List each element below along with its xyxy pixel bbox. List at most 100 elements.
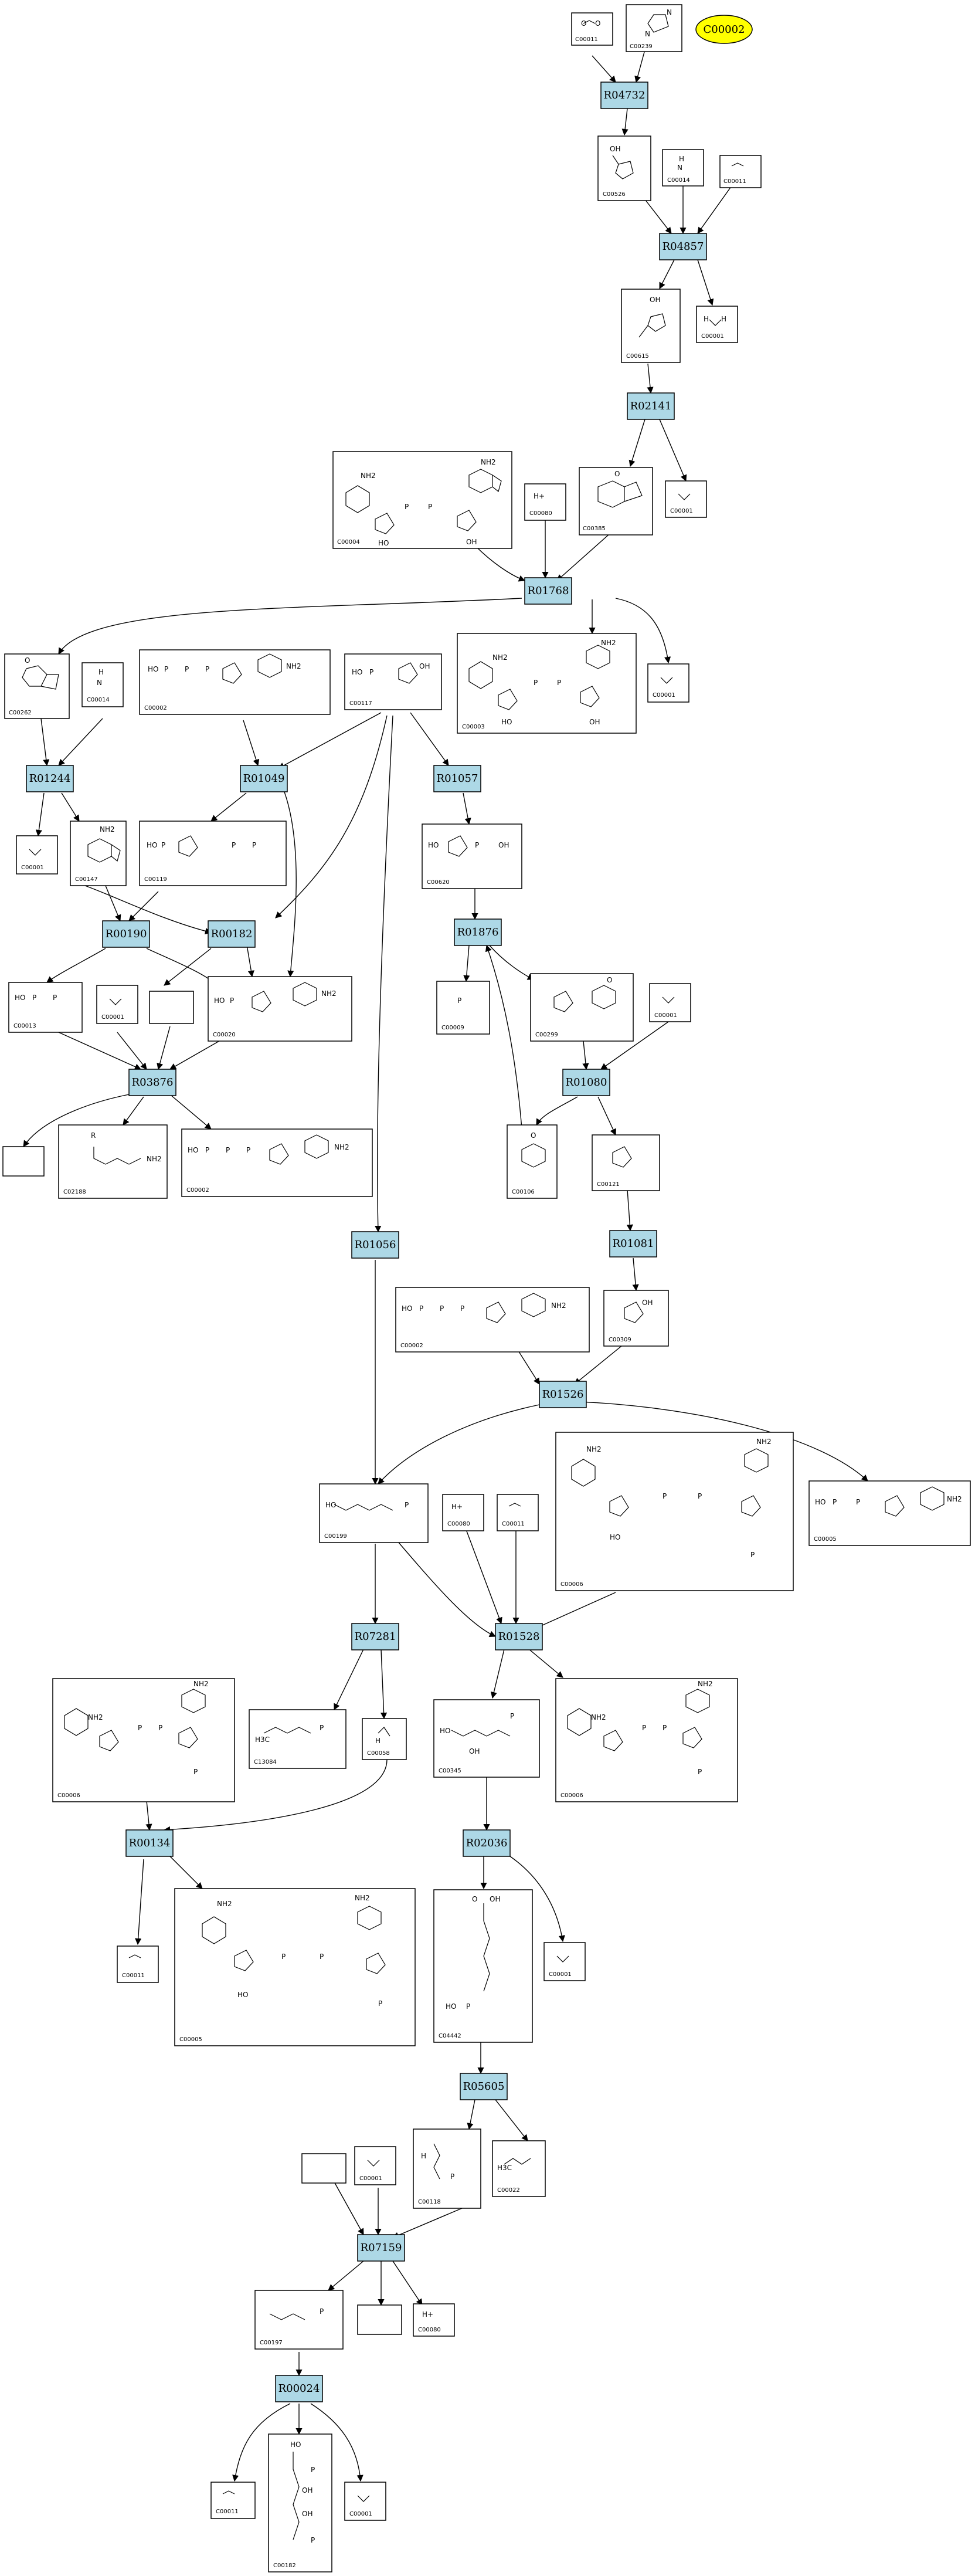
- compound-node[interactable]: C00011: [719, 155, 762, 188]
- compound-node[interactable]: C00011: [210, 2482, 256, 2519]
- compound-node[interactable]: C00001: [647, 663, 689, 703]
- reaction-node[interactable]: R00182: [208, 920, 256, 948]
- compound-node[interactable]: HN C00014: [81, 662, 124, 707]
- compound-node[interactable]: HOP OH C00345: [433, 1699, 540, 1778]
- reaction-node[interactable]: R05605: [460, 2073, 508, 2100]
- compound-id: C00309: [609, 1337, 631, 1343]
- svg-text:HO: HO: [148, 665, 158, 673]
- reaction-node[interactable]: R01876: [454, 918, 502, 946]
- svg-text:H: H: [704, 315, 709, 323]
- reaction-node[interactable]: R04857: [659, 233, 707, 260]
- compound-node[interactable]: OH C00309: [603, 1290, 669, 1347]
- reaction-label: R00190: [106, 928, 147, 940]
- compound-node[interactable]: C00001: [344, 2482, 386, 2521]
- compound-node[interactable]: C00001: [96, 985, 138, 1024]
- compound-node[interactable]: NH2 C00147: [70, 821, 127, 886]
- reaction-node[interactable]: R03876: [128, 1069, 176, 1096]
- compound-node[interactable]: C00011: [497, 1494, 539, 1531]
- reaction-node[interactable]: R04732: [600, 82, 648, 109]
- reaction-nodes: R04732 R04857 R02141 R01768 R01244 R0104…: [26, 82, 707, 2402]
- reaction-node[interactable]: R01057: [433, 765, 481, 792]
- reaction-node[interactable]: R00190: [102, 920, 150, 948]
- svg-text:H+: H+: [422, 2310, 433, 2319]
- compound-node[interactable]: [357, 2304, 402, 2335]
- compound-node[interactable]: C00001: [354, 2146, 396, 2185]
- compound-node[interactable]: OH C00615: [621, 289, 681, 363]
- svg-text:OH: OH: [589, 718, 600, 726]
- reaction-node[interactable]: R07281: [351, 1623, 399, 1650]
- compound-node[interactable]: HN C00014: [662, 149, 704, 187]
- compound-node[interactable]: NN C00239: [626, 4, 682, 52]
- compound-node[interactable]: H C00058: [362, 1718, 407, 1760]
- reaction-node[interactable]: R01056: [351, 1231, 399, 1259]
- svg-text:P: P: [475, 841, 479, 849]
- reaction-node[interactable]: R01081: [609, 1230, 657, 1258]
- svg-text:OH: OH: [642, 1299, 653, 1307]
- reaction-node[interactable]: R01528: [495, 1623, 543, 1650]
- reaction-node[interactable]: R00024: [275, 2375, 323, 2402]
- svg-text:O: O: [607, 976, 612, 984]
- reaction-node[interactable]: R01080: [562, 1069, 610, 1096]
- compound-node[interactable]: O C00106: [507, 1124, 558, 1199]
- compound-node[interactable]: C00001: [16, 835, 58, 875]
- compound-node[interactable]: O C00385: [579, 467, 653, 535]
- reaction-node[interactable]: R00134: [125, 1829, 174, 1857]
- compound-node[interactable]: P C00009: [436, 981, 490, 1035]
- compound-id: C04442: [439, 2033, 461, 2039]
- reaction-node[interactable]: R02141: [627, 392, 675, 420]
- svg-text:P: P: [833, 1498, 837, 1506]
- edge: [334, 2181, 364, 2235]
- reaction-node[interactable]: R07159: [357, 2234, 405, 2262]
- goal-node[interactable]: C00002: [695, 15, 753, 44]
- edge: [145, 1800, 152, 1831]
- reaction-node[interactable]: R01768: [524, 577, 572, 605]
- compound-node[interactable]: C00001: [665, 480, 707, 518]
- svg-text:HO: HO: [352, 668, 362, 676]
- compound-node[interactable]: C00121: [592, 1134, 660, 1191]
- compound-node[interactable]: O C00299: [530, 973, 634, 1042]
- reaction-node[interactable]: R02036: [463, 1829, 511, 1857]
- edge: [380, 1649, 388, 1720]
- svg-text:P: P: [311, 2536, 315, 2544]
- compound-node[interactable]: R NH2 C02188: [58, 1124, 168, 1199]
- compound-node[interactable]: H+ C00080: [413, 2303, 455, 2337]
- compound-node[interactable]: H3C C00022: [492, 2140, 546, 2197]
- compound-node[interactable]: [149, 991, 194, 1024]
- reaction-node[interactable]: R01049: [240, 765, 288, 792]
- compound-node[interactable]: HP C00118: [413, 2128, 481, 2209]
- compound-node[interactable]: C00001: [649, 983, 691, 1022]
- compound-node[interactable]: C00001: [543, 1942, 586, 1981]
- compound-node[interactable]: H+ C00080: [524, 483, 566, 521]
- compound-node[interactable]: O C00262: [4, 653, 70, 719]
- compound-node[interactable]: OH C00526: [597, 135, 651, 201]
- compound-id: C00121: [597, 1181, 620, 1188]
- compound-node[interactable]: C00011: [117, 1945, 159, 1983]
- compound-node[interactable]: P C00197: [254, 2290, 344, 2350]
- compound-node[interactable]: [301, 2153, 346, 2184]
- compound-node[interactable]: [2, 1146, 45, 1177]
- reaction-node[interactable]: R01526: [539, 1381, 587, 1408]
- compound-node[interactable]: H+ C00080: [442, 1494, 484, 1531]
- reaction-node[interactable]: R01244: [26, 765, 74, 792]
